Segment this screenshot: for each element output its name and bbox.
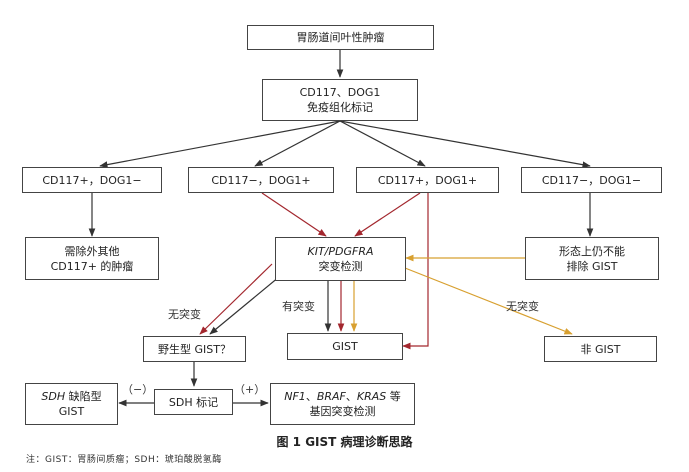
node-cd117-pos-dog1-neg: CD117+，DOG1− [22, 167, 162, 193]
edge-ihc-c1 [99, 120, 341, 168]
node-nf1-sep1: 、 [305, 390, 317, 403]
node-kit-genes: KIT/PDGFRA [307, 245, 374, 258]
node-non-gist: 非 GIST [544, 336, 657, 362]
edge-kit-wild-dark [209, 271, 286, 335]
edge-c3-gist [402, 193, 429, 350]
label-no-mutation-right: 无突变 [506, 300, 539, 313]
node-gist-origin: 胃肠道间叶性肿瘤 [247, 25, 434, 50]
node-ihc-line2: 免疫组化标记 [307, 101, 373, 114]
label-minus: （−） [122, 383, 154, 396]
figure-note: 注：GIST：胃肠间质瘤；SDH：琥珀酸脱氢酶 [26, 455, 222, 465]
node-c4-text: CD117−，DOG1− [541, 173, 642, 187]
edge-ihc-c4 [339, 120, 591, 168]
node-exclude-line1: 需除外其他 [64, 244, 120, 258]
node-kit-pdgfra: KIT/PDGFRA 突变检测 [275, 237, 406, 281]
node-morph-line1: 形态上仍不能 [559, 244, 625, 258]
node-ihc-line1: CD117、DOG1 [299, 86, 381, 99]
node-nf1-sep2: 、 [345, 390, 357, 403]
node-nf1-line1: NF1、BRAF、KRAS 等 [284, 389, 400, 404]
node-nf1-braf-kras: NF1、BRAF、KRAS 等 基因突变检测 [270, 383, 415, 425]
node-sdh-mark-text: SDH 标记 [168, 395, 219, 409]
node-kit-line2: 突变检测 [318, 260, 363, 273]
node-gist-origin-text: 胃肠道间叶性肿瘤 [296, 31, 385, 44]
node-exclude-line2: CD117+ 的肿瘤 [50, 259, 134, 273]
edge-ihc-c3 [339, 120, 426, 167]
label-plus: （+） [234, 383, 266, 396]
figure-caption: 图 1 GIST 病理诊断思路 [276, 435, 413, 449]
node-nf1-line2: 基因突变检测 [309, 405, 376, 418]
node-cd117-neg-dog1-pos: CD117−，DOG1+ [188, 167, 334, 193]
node-nf1-g2: BRAF [316, 390, 346, 403]
node-nf1-g1: NF1 [284, 390, 306, 403]
node-sdh-marker: SDH 标记 [154, 389, 233, 415]
node-ihc-marker: CD117、DOG1 免疫组化标记 [262, 79, 418, 121]
label-has-mutation: 有突变 [282, 300, 315, 313]
label-no-mutation-left: 无突变 [168, 308, 201, 321]
node-cd117-neg-dog1-neg: CD117−，DOG1− [521, 167, 662, 193]
node-sdh-def-line1: SDH 缺陷型 [41, 389, 101, 404]
node-sdh-def-gene: SDH [41, 390, 66, 403]
node-nf1-suffix: 等 [386, 390, 401, 403]
node-morphology: 形态上仍不能 排除 GIST [525, 237, 659, 280]
node-wild-text: 野生型 GIST？ [158, 342, 231, 356]
edge-c2-kit [261, 192, 327, 237]
node-wild-type-gist: 野生型 GIST？ [143, 336, 246, 362]
edge-c3-kit [354, 192, 421, 237]
node-nf1-g3: KRAS [356, 390, 387, 403]
node-exclude-other: 需除外其他 CD117+ 的肿瘤 [25, 237, 159, 280]
edge-kit-wild-red [199, 263, 273, 335]
node-sdh-def-suffix: 缺陷型 [65, 390, 102, 403]
node-morph-line2: 排除 GIST [566, 259, 618, 273]
node-c3-text: CD117+，DOG1+ [377, 173, 478, 187]
node-c1-text: CD117+，DOG1− [42, 173, 142, 187]
node-gist: GIST [287, 333, 403, 360]
edge-ihc-c2 [254, 120, 341, 167]
node-sdh-deficient: SDH 缺陷型 GIST [25, 383, 118, 425]
node-gist-text: GIST [332, 340, 358, 353]
edge-kit-nongist [404, 267, 573, 335]
node-cd117-pos-dog1-pos: CD117+，DOG1+ [356, 167, 499, 193]
node-nongist-text: 非 GIST [580, 342, 621, 356]
node-sdh-def-line2: GIST [58, 405, 85, 418]
node-c2-text: CD117−，DOG1+ [211, 173, 311, 187]
